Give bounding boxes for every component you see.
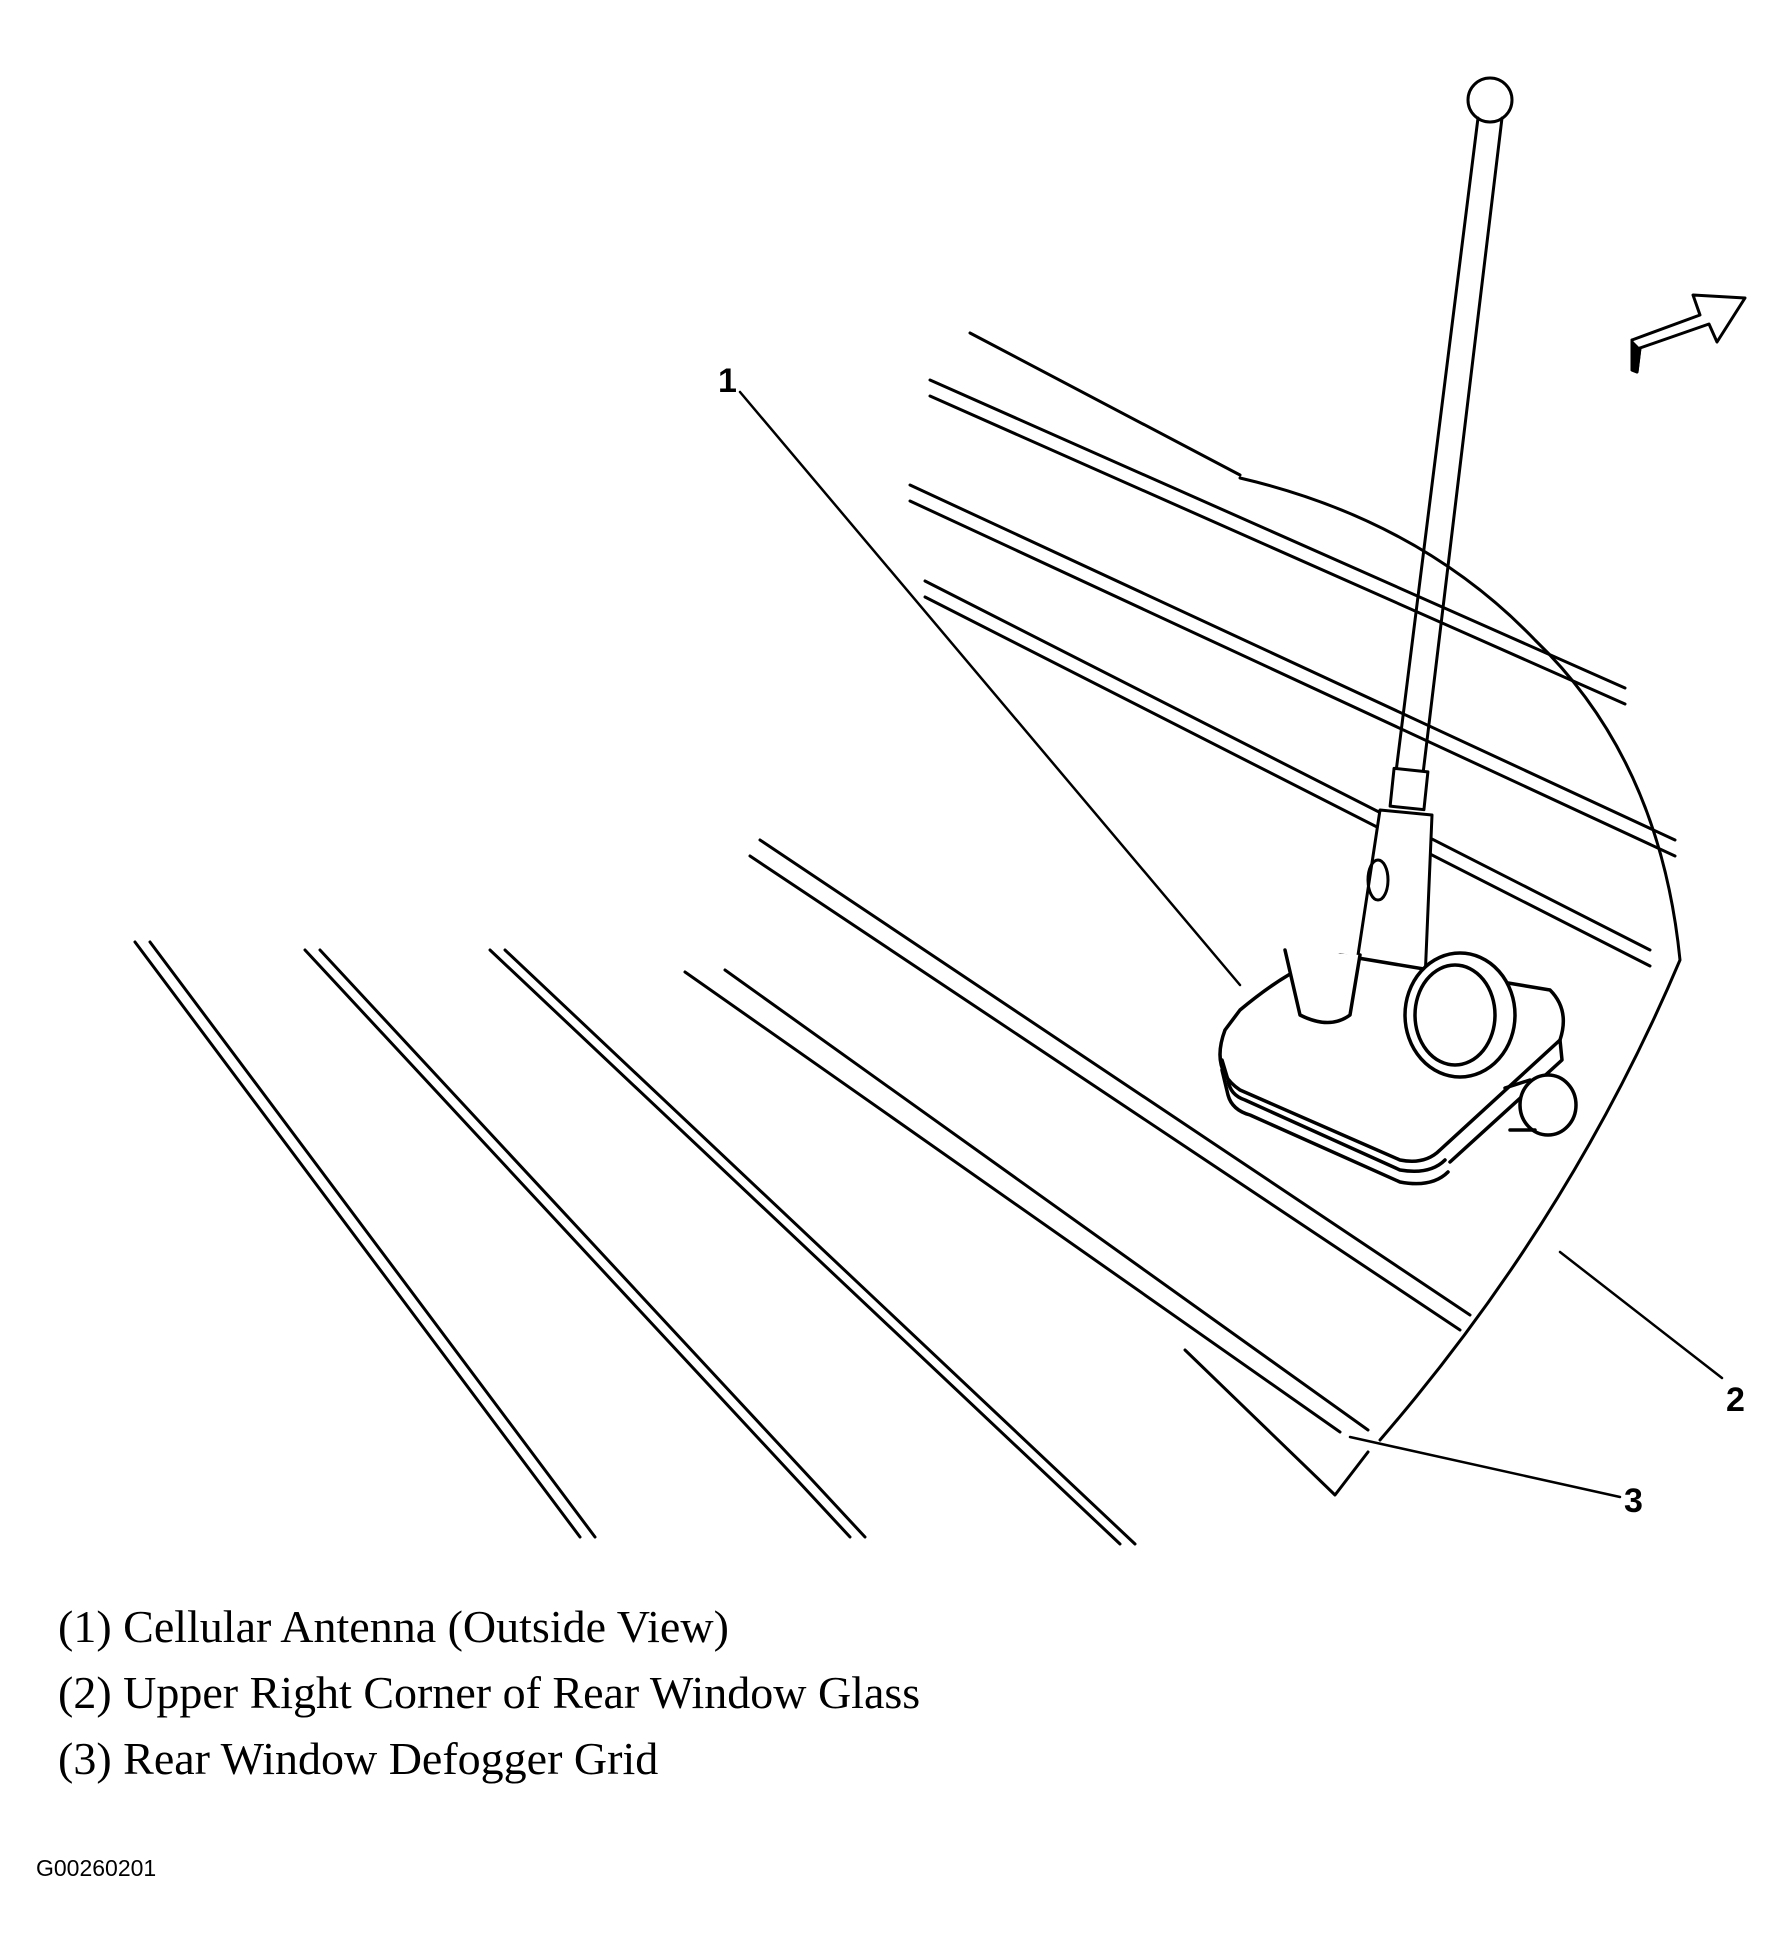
grid-termination — [1183, 1348, 1370, 1497]
legend-item-2: (2) Upper Right Corner of Rear Window Gl… — [58, 1667, 921, 1718]
figure-id: G00260201 — [36, 1855, 157, 1881]
legend-item-1: (1) Cellular Antenna (Outside View) — [58, 1601, 729, 1652]
leader-line-3 — [1348, 1435, 1622, 1499]
callout-3: 3 — [1624, 1482, 1643, 1520]
callout-2: 2 — [1726, 1381, 1745, 1419]
antenna-mast — [1353, 76, 1514, 982]
defogger-grid-upper — [683, 331, 1677, 1434]
leader-line-2 — [1558, 1250, 1724, 1380]
window-glass-edge — [1238, 476, 1682, 1442]
legend-item-3: (3) Rear Window Defogger Grid — [58, 1733, 659, 1784]
callout-1: 1 — [718, 362, 737, 400]
legend: (1) Cellular Antenna (Outside View) (2) … — [58, 1594, 920, 1792]
leader-line-1 — [738, 390, 1242, 987]
defogger-grid-lower — [133, 940, 1137, 1546]
antenna-base — [1218, 948, 1578, 1186]
arrow-up-right-icon — [1630, 293, 1747, 374]
